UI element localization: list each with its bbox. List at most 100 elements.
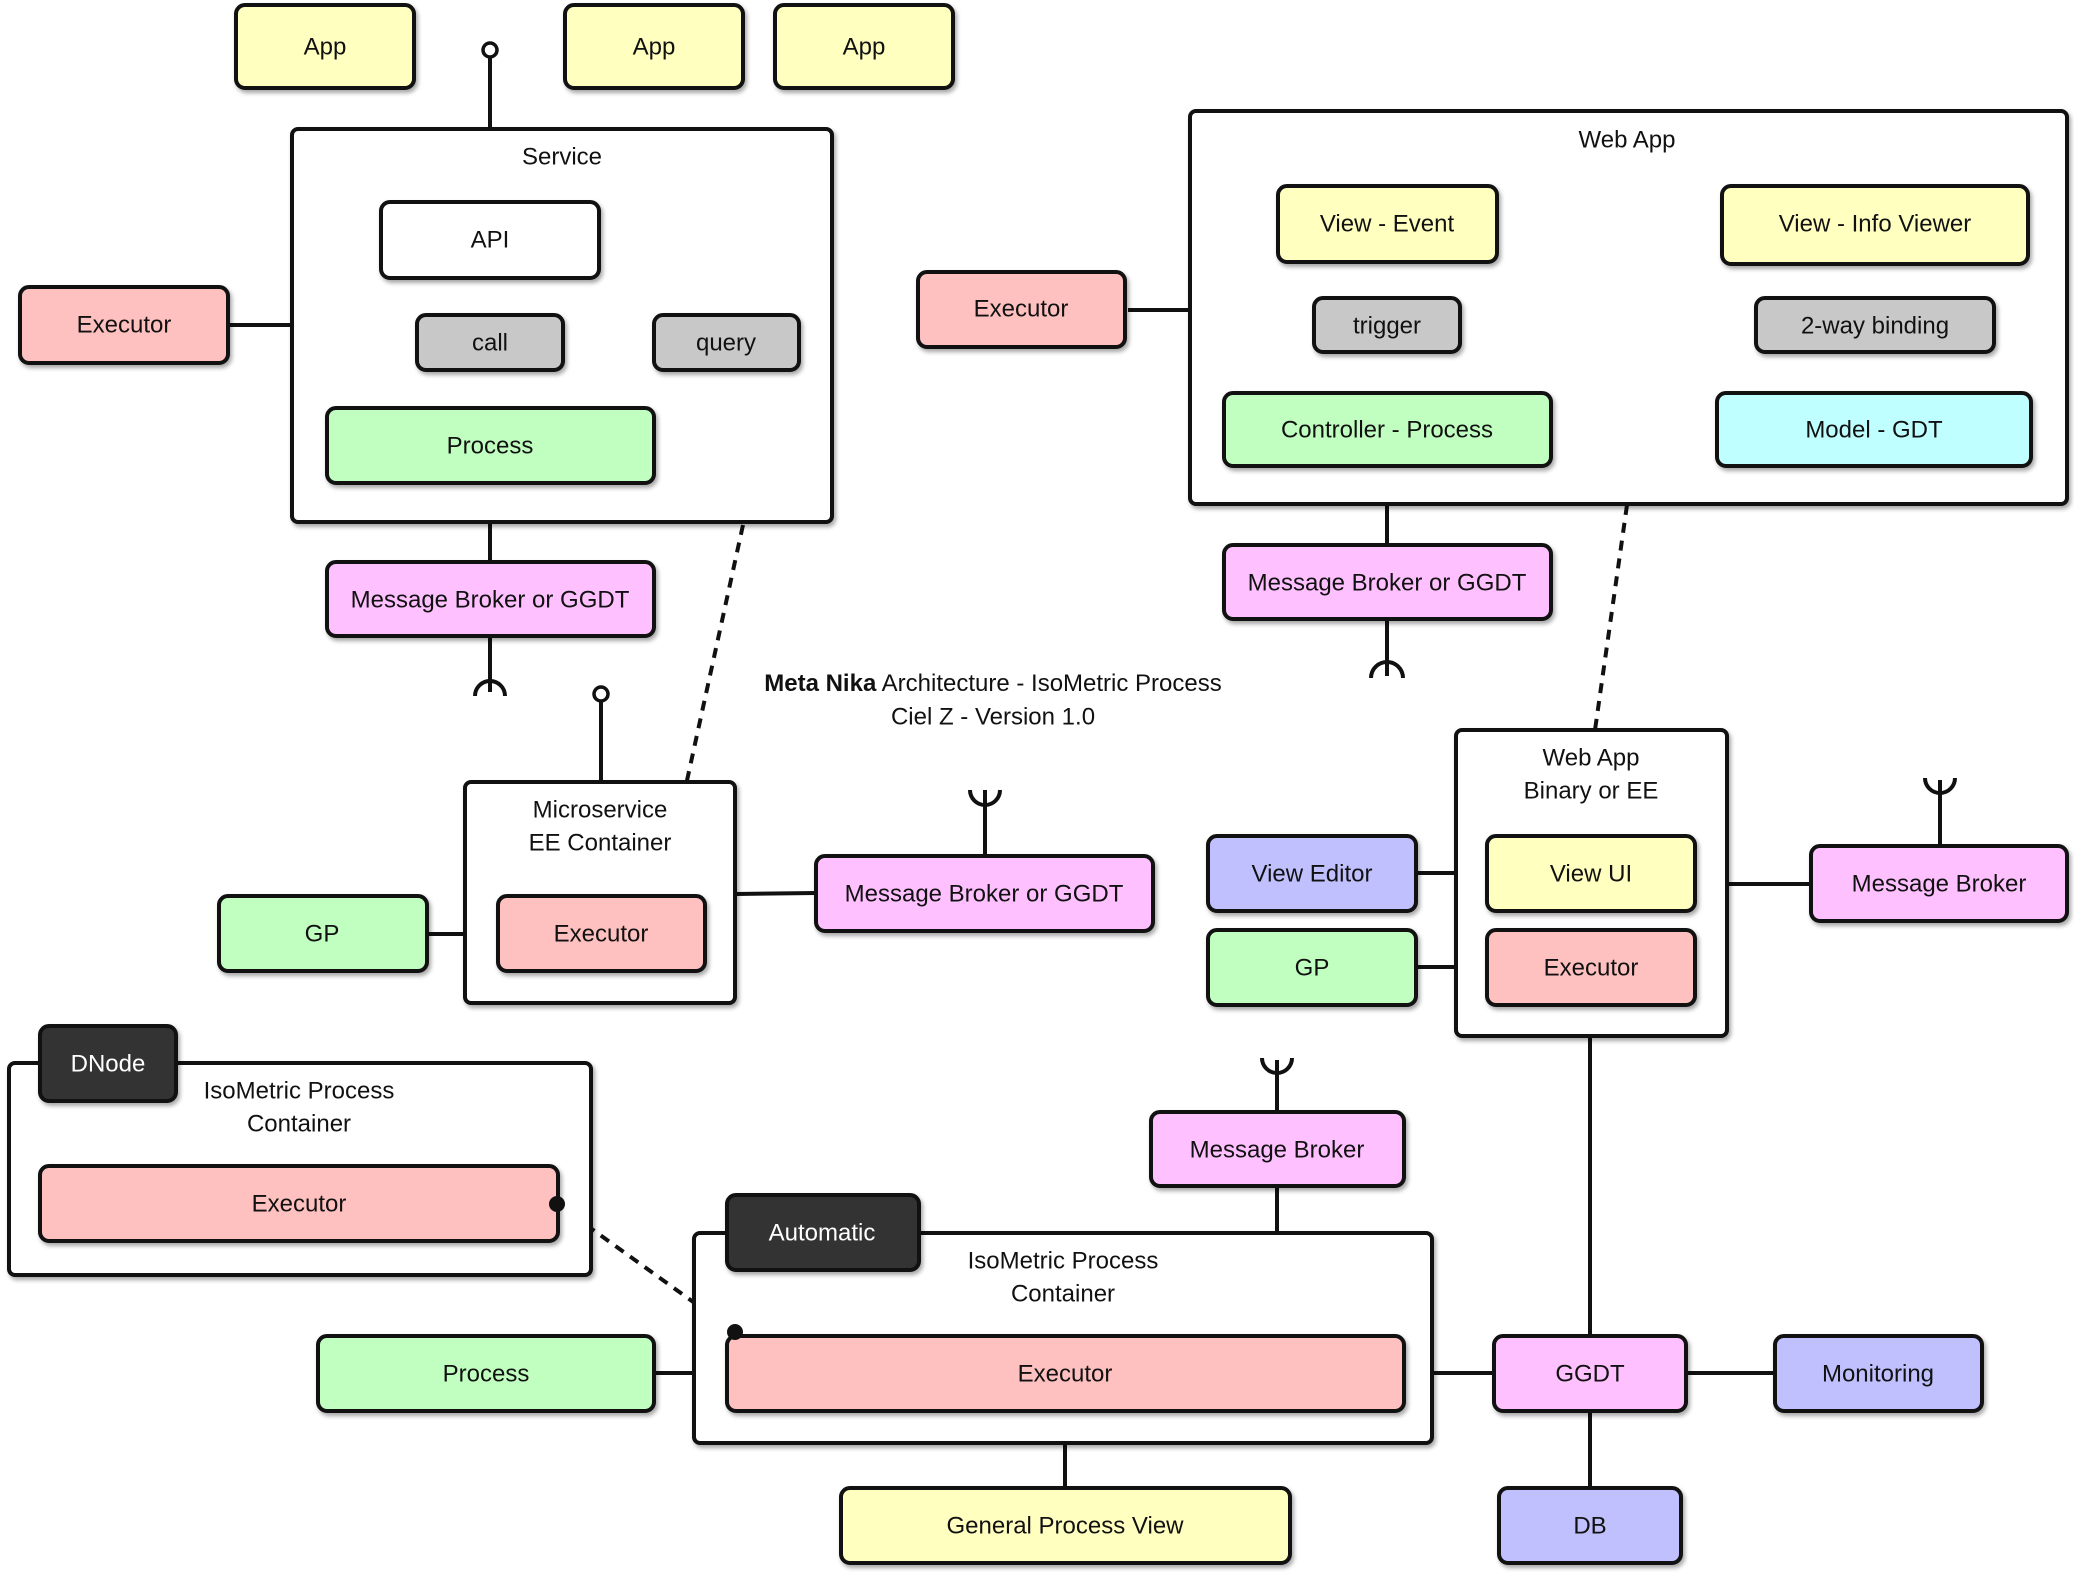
view-info-node[interactable]: View - Info Viewer [1720,184,2030,266]
bottom-broker-node[interactable]: Message Broker [1149,1110,1406,1188]
service-process-node[interactable]: Process [325,406,656,485]
view-event-label: View - Event [1320,210,1455,237]
app-node-2-box [563,3,745,90]
microservice-gp-node[interactable]: GP [217,894,429,973]
microservice-title-line2: EE Container [529,829,672,856]
dnode-tag-label: DNode [71,1050,146,1077]
query-label: query [696,329,756,356]
model-node[interactable]: Model - GDT [1715,391,2033,468]
microservice-broker-node[interactable]: Message Broker or GGDT [814,854,1155,933]
db-label: DB [1573,1512,1606,1539]
webapp-title: Web App [1579,126,1676,153]
general-view-box [839,1486,1292,1565]
trigger-label: trigger [1353,312,1421,339]
webapp-broker-box [1222,543,1553,621]
microservice-broker-line [735,891,817,896]
provided-interface-icon [481,41,499,59]
webapp-executor-box [916,270,1127,349]
service-microservice-dashed-link [684,524,745,786]
bottom-broker-label: Message Broker [1190,1136,1365,1163]
microservice-broker-label: Message Broker or GGDT [845,880,1124,907]
ggdt-node[interactable]: GGDT [1492,1334,1688,1413]
binary-gp-node[interactable]: GP [1206,928,1418,1007]
microservice-executor-node[interactable]: Executor [496,894,707,973]
monitoring-box [1773,1334,1984,1413]
microservice-broker-box [814,854,1155,933]
view-editor-node[interactable]: View Editor [1206,834,1418,913]
microservice-gp-box [217,894,429,973]
automatic-title-line1: IsoMetric Process [968,1247,1159,1274]
webapp-broker-label: Message Broker or GGDT [1248,569,1527,596]
dnode-title-line1: IsoMetric Process [204,1077,395,1104]
call-label: call [472,329,508,356]
view-info-box [1720,184,2030,266]
service-broker-node[interactable]: Message Broker or GGDT [325,560,656,638]
required-interface-icon [473,679,507,697]
bottom-process-node[interactable]: Process [316,1334,656,1413]
provided-interface-icon [592,685,610,703]
app-node-1[interactable]: App [234,3,416,90]
call-node[interactable]: call [415,313,565,372]
binary-executor-node[interactable]: Executor [1485,928,1697,1007]
app-node-3[interactable]: App [773,3,955,90]
general-view-node[interactable]: General Process View [839,1486,1292,1565]
binary-executor-label: Executor [1544,954,1639,981]
binding-node[interactable]: 2-way binding [1754,296,1996,354]
api-label: API [471,226,510,253]
view-ui-node[interactable]: View UI [1485,834,1697,913]
diagram-title-rest: Architecture - IsoMetric Process [876,670,1221,697]
db-node[interactable]: DB [1497,1486,1683,1565]
app-node-2[interactable]: App [563,3,745,90]
required-interface-icon [1260,1057,1294,1075]
automatic-executor-node[interactable]: Executor [725,1334,1406,1413]
controller-label: Controller - Process [1281,416,1493,443]
app-label: App [633,33,676,60]
app-label: App [843,33,886,60]
automatic-title-line2: Container [1011,1280,1115,1307]
microservice-executor-box [496,894,707,973]
bottom-process-label: Process [443,1360,530,1387]
view-event-node[interactable]: View - Event [1276,184,1499,264]
link-endpoint-icon [727,1324,743,1340]
monitoring-node[interactable]: Monitoring [1773,1334,1984,1413]
controller-node[interactable]: Controller - Process [1222,391,1553,468]
webapp-executor-label: Executor [974,295,1069,322]
call-box [415,313,565,372]
required-interface-icon [1369,660,1405,679]
dnode-executor-node[interactable]: Executor [38,1164,560,1243]
required-interface-icon [1923,777,1957,795]
api-node[interactable]: API [379,200,601,280]
microservice-gp-label: GP [305,920,340,947]
diagram-title: Meta Nika Architecture - IsoMetric Proce… [764,670,1221,697]
webapp-binary-dashed-link [1593,504,1629,731]
service-process-box [325,406,656,485]
binding-box [1754,296,1996,354]
service-executor-node[interactable]: Executor [18,285,230,365]
dnode-tag: DNode [38,1024,178,1103]
query-node[interactable]: query [652,313,801,372]
model-label: Model - GDT [1805,416,1943,443]
service-process-label: Process [447,432,534,459]
trigger-box [1312,296,1462,354]
model-box [1715,391,2033,468]
view-editor-box [1206,834,1418,913]
automatic-tag: Automatic [725,1193,921,1272]
webapp-broker-node[interactable]: Message Broker or GGDT [1222,543,1553,621]
automatic-executor-label: Executor [1018,1360,1113,1387]
binary-broker-node[interactable]: Message Broker [1809,844,2069,923]
service-executor-box [18,285,230,365]
view-editor-label: View Editor [1252,860,1373,887]
query-box [652,313,801,372]
trigger-node[interactable]: trigger [1312,296,1462,354]
binary-gp-label: GP [1295,954,1330,981]
ggdt-label: GGDT [1555,1360,1625,1387]
interface-symbols [473,41,1957,1075]
webapp-executor-node[interactable]: Executor [916,270,1127,349]
binding-label: 2-way binding [1801,312,1949,339]
automatic-tag-box [725,1193,921,1272]
automatic-executor-box [725,1334,1406,1413]
binary-broker-box [1809,844,2069,923]
general-view-label: General Process View [947,1512,1185,1539]
view-ui-label: View UI [1550,860,1632,887]
